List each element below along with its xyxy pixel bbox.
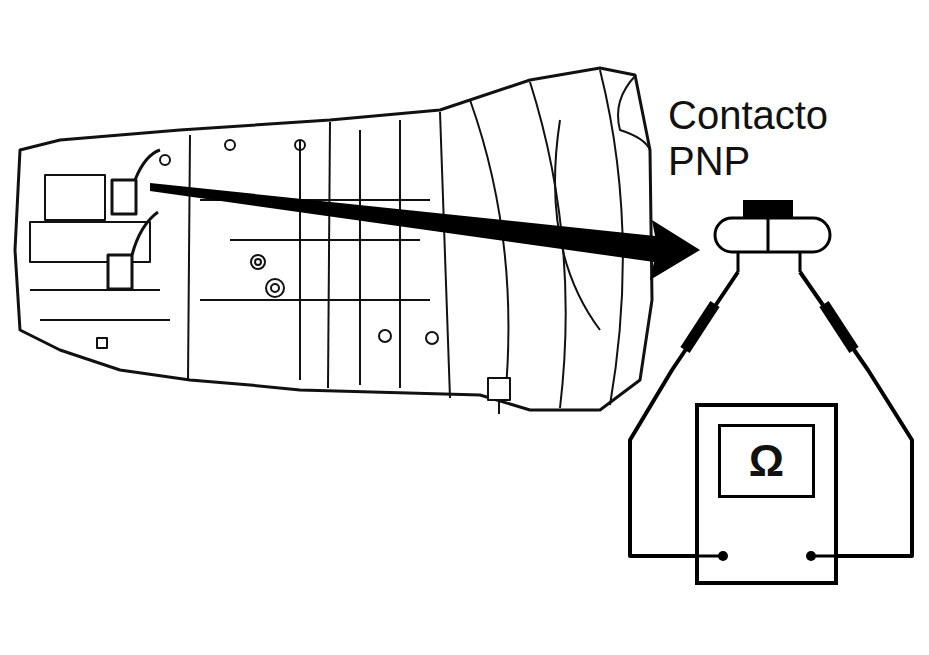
bolt <box>271 284 279 292</box>
connector-pins <box>738 218 800 272</box>
bell-opening <box>555 120 600 330</box>
bolt <box>426 332 438 344</box>
bolt <box>295 140 305 150</box>
case-rib <box>300 120 400 388</box>
pnp-connector: Contacto PNP <box>660 88 860 272</box>
test-probes <box>685 304 854 350</box>
terminal-lead <box>695 555 838 558</box>
sensor-wire <box>132 212 158 255</box>
bolt <box>379 330 391 342</box>
drain-plug <box>498 400 500 414</box>
rear-housing-detail <box>45 175 105 220</box>
bolt <box>266 279 284 297</box>
sensor-wire <box>135 150 160 180</box>
drain-plug <box>488 378 510 400</box>
bolt <box>255 259 261 265</box>
connector-shape <box>660 198 860 272</box>
pointer-arrow <box>150 183 700 280</box>
connector-body <box>715 218 830 252</box>
bell-rib <box>470 100 508 400</box>
sensor-plug <box>112 180 136 214</box>
bolt <box>225 140 235 150</box>
rear-housing-detail <box>30 290 170 320</box>
case-seam <box>188 135 190 380</box>
bolt <box>251 255 265 269</box>
bolt <box>160 155 170 165</box>
terminal-jack <box>718 551 728 561</box>
connector-label: Contacto PNP <box>660 88 858 184</box>
case-seam <box>328 122 330 388</box>
test-probe <box>824 304 854 350</box>
meter-display: Ω <box>718 424 815 498</box>
ohm-symbol: Ω <box>749 437 784 485</box>
test-probe <box>685 304 715 350</box>
bolt <box>97 338 107 348</box>
terminal-jack <box>806 551 816 561</box>
ohmmeter: Ω <box>695 403 838 585</box>
meter-terminals <box>695 403 838 585</box>
case-seam <box>440 112 450 398</box>
sensor-plug <box>108 255 132 289</box>
connector-tab <box>743 200 793 218</box>
flange-notch <box>618 75 650 150</box>
